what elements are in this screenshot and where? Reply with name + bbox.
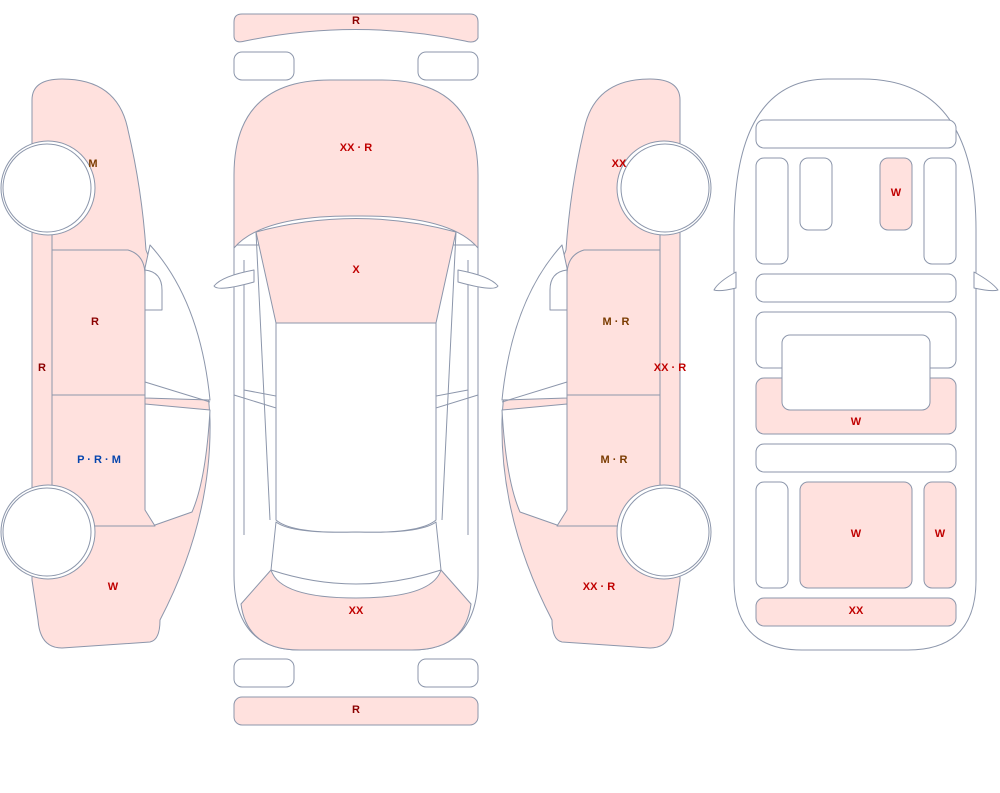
cargo-left[interactable] — [755, 481, 789, 589]
cargo-divider[interactable] — [755, 443, 957, 473]
right-rear-window-area — [501, 244, 568, 401]
interior-view: W W W W XX — [713, 78, 999, 651]
right-pillar-line — [441, 231, 457, 521]
right-fender-code: XX — [612, 158, 627, 170]
left-pillar-line — [255, 231, 271, 521]
front-left-light[interactable] — [233, 51, 295, 81]
dashboard[interactable] — [755, 119, 957, 149]
hood[interactable] — [233, 79, 479, 249]
rear-sill[interactable] — [755, 597, 957, 627]
roof[interactable] — [275, 322, 437, 533]
top-view: R XX · R X XX R — [213, 13, 499, 726]
rear-bumper[interactable] — [233, 696, 479, 726]
rear-glass[interactable] — [270, 521, 442, 585]
right-front-seat[interactable] — [923, 157, 957, 265]
windshield-code: X — [352, 264, 360, 276]
cargo-right-code: W — [935, 528, 946, 540]
left-rear-door-glass — [144, 403, 211, 526]
left-mirror[interactable] — [144, 269, 163, 311]
windshield[interactable] — [255, 218, 457, 324]
cargo-floor[interactable] — [799, 481, 913, 589]
left-fender-code: M — [88, 158, 97, 170]
top-left-handle — [233, 389, 277, 409]
front-floor[interactable] — [755, 273, 957, 303]
top-right-handle — [435, 389, 479, 409]
rear-right-light[interactable] — [417, 658, 479, 688]
right-quarter-code: XX · R — [583, 581, 615, 593]
rear-window-code: XX — [349, 605, 364, 617]
left-front-door[interactable] — [51, 249, 146, 396]
rear-bumper-code: R — [352, 704, 360, 716]
center-console-left[interactable] — [799, 157, 833, 231]
top-left-mirror[interactable] — [213, 269, 255, 289]
front-right-light[interactable] — [417, 51, 479, 81]
left-rear-door-code: P · R · M — [77, 454, 121, 466]
right-side-view: XX M · R XX · R M · R XX · R — [501, 78, 712, 649]
right-rear-door-code: M · R — [601, 454, 628, 466]
rear-seat-cushion[interactable] — [781, 334, 931, 411]
rear-trunk[interactable] — [240, 569, 472, 651]
top-right-mirror[interactable] — [457, 269, 499, 289]
rear-left-light[interactable] — [233, 658, 295, 688]
interior-right-mirror[interactable] — [973, 271, 999, 292]
front-console-code: W — [891, 187, 902, 199]
right-front-door[interactable] — [566, 249, 661, 396]
left-front-wheel[interactable] — [2, 143, 92, 233]
cargo-right[interactable] — [923, 481, 957, 589]
left-rocker-code: R — [38, 362, 46, 374]
left-rear-wheel[interactable] — [2, 487, 92, 577]
right-rear-wheel[interactable] — [620, 487, 710, 577]
right-door-line — [501, 381, 568, 403]
front-bumper-code: R — [352, 15, 360, 27]
right-mirror[interactable] — [549, 269, 568, 311]
right-rear-door-glass — [501, 403, 568, 526]
right-rocker-code: XX · R — [654, 362, 686, 374]
left-front-seat[interactable] — [755, 157, 789, 265]
left-front-door-code: R — [91, 316, 99, 328]
left-quarter-code: W — [108, 581, 119, 593]
left-rear-window-area — [144, 244, 211, 401]
interior-left-mirror[interactable] — [713, 271, 737, 292]
left-door-line — [144, 381, 211, 403]
right-front-wheel[interactable] — [620, 143, 710, 233]
front-bumper[interactable] — [233, 13, 479, 43]
right-front-door-code: M · R — [603, 316, 630, 328]
center-console-right[interactable] — [879, 157, 913, 231]
rear-seat-code: W — [851, 416, 862, 428]
hood-code: XX · R — [340, 142, 372, 154]
left-side-view: M R R P · R · M W — [0, 78, 211, 649]
rear-sill-code: XX — [849, 605, 864, 617]
cargo-floor-code: W — [851, 528, 862, 540]
